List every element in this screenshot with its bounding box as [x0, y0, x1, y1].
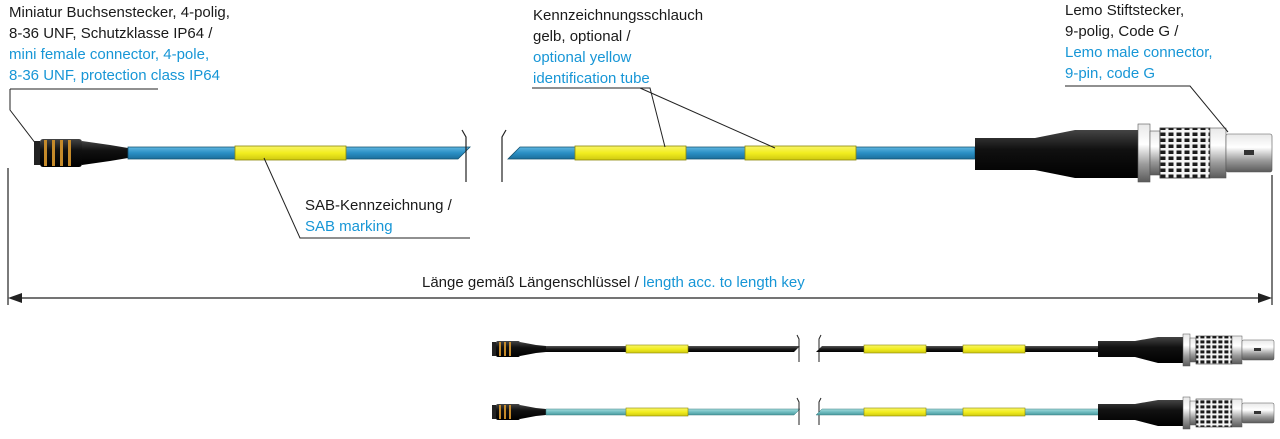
- sab-de: SAB-Kennzeichnung /: [305, 197, 452, 214]
- right-connector-de-line-1: Lemo Stiftstecker,: [1065, 2, 1185, 19]
- right-connector-en-line-1: Lemo male connector,: [1065, 44, 1213, 61]
- tube-en-line-2: identification tube: [533, 70, 650, 87]
- main-cable: [34, 123, 1273, 183]
- id-tube-2: [744, 145, 857, 161]
- tube-en-line-1: optional yellow: [533, 49, 632, 66]
- sab-marking-sleeve: [234, 145, 347, 161]
- length-en: length acc. to length key: [642, 274, 805, 291]
- tube-label: Kennzeichnungsschlauch gelb, optional / …: [533, 5, 703, 89]
- sab-label: SAB-Kennzeichnung / SAB marking: [305, 195, 452, 237]
- tube-de-line-2: gelb, optional /: [533, 28, 631, 45]
- right-connector-label: Lemo Stiftstecker, 9-polig, Code G / Lem…: [1065, 0, 1213, 84]
- length-label: Länge gemäß Längenschlüssel / length acc…: [422, 274, 805, 291]
- left-connector-label: Miniatur Buchsenstecker, 4-polig, 8-36 U…: [9, 2, 230, 86]
- left-connector-en-line-2: 8-36 UNF, protection class IP64: [9, 67, 220, 84]
- tube-de-line-1: Kennzeichnungsschlauch: [533, 7, 704, 24]
- leader-lines: [9, 85, 1229, 239]
- lemo-male-connector: [975, 123, 1273, 183]
- right-connector-en-line-2: 9-pin, code G: [1065, 65, 1156, 82]
- right-connector-de-line-2: 9-polig, Code G /: [1065, 23, 1179, 40]
- mini-female-connector: [34, 139, 128, 167]
- left-connector-de-line-1: Miniatur Buchsenstecker, 4-polig,: [9, 4, 230, 21]
- left-connector-en-line-1: mini female connector, 4-pole,: [9, 46, 210, 63]
- left-connector-de-line-2: 8-36 UNF, Schutzklasse IP64 /: [9, 25, 213, 42]
- length-de: Länge gemäß Längenschlüssel /: [422, 274, 643, 291]
- id-tube-1: [574, 145, 687, 161]
- length-dimension: [7, 168, 1273, 305]
- sab-en: SAB marking: [305, 218, 393, 235]
- variant-black-cable: [492, 333, 1275, 367]
- variant-turquoise-cable: [492, 396, 1275, 430]
